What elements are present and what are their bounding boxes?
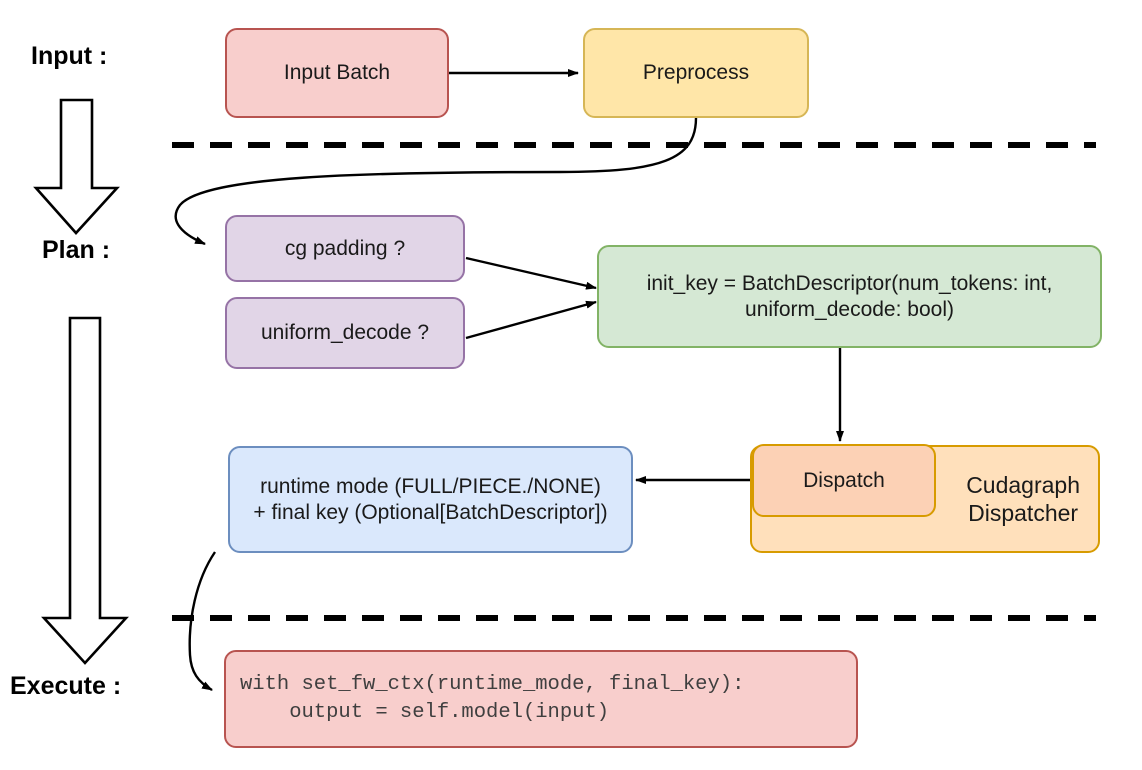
node-runtime-mode-line2: + final key (Optional[BatchDescriptor]): [253, 500, 608, 524]
node-runtime-mode-line1: runtime mode (FULL/PIECE./NONE): [260, 474, 601, 498]
edge-uniformdecode-to-initkey: [465, 300, 597, 340]
stage-label-execute: Execute :: [10, 672, 122, 700]
node-init-key-line1: init_key = BatchDescriptor(num_tokens: i…: [646, 271, 1053, 295]
edge-runtimemode-to-execute: [188, 551, 216, 692]
edge-preprocess-to-plan: [174, 117, 698, 246]
node-runtime-mode[interactable]: runtime mode (FULL/PIECE./NONE) + final …: [228, 446, 633, 553]
node-execute-code[interactable]: with set_fw_ctx(runtime_mode, final_key)…: [224, 650, 858, 748]
node-cg-padding[interactable]: cg padding ?: [225, 215, 465, 282]
block-arrow-input-to-plan: [33, 98, 120, 235]
node-init-key[interactable]: init_key = BatchDescriptor(num_tokens: i…: [597, 245, 1102, 348]
node-uniform-decode[interactable]: uniform_decode ?: [225, 297, 465, 369]
node-input-batch[interactable]: Input Batch: [225, 28, 449, 118]
stage-label-input: Input :: [31, 42, 108, 70]
node-preprocess[interactable]: Preprocess: [583, 28, 809, 118]
node-dispatch[interactable]: Dispatch: [752, 444, 936, 517]
node-cudagraph-dispatcher-label: Cudagraph Dispatcher: [966, 471, 1080, 526]
node-init-key-line2: uniform_decode: bool): [745, 297, 954, 321]
block-arrow-plan-to-execute: [41, 316, 129, 665]
stage-label-plan: Plan :: [42, 236, 111, 264]
edge-cgpadding-to-initkey: [465, 256, 597, 290]
